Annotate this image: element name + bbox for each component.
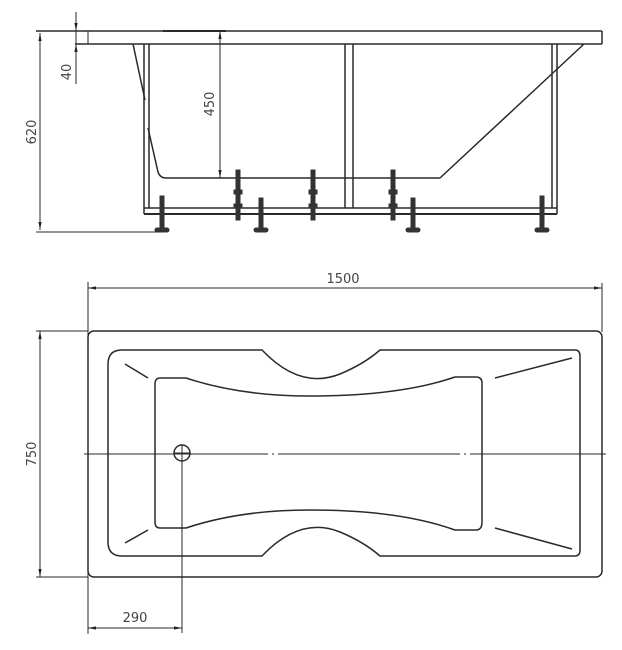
adjustable-feet [154,195,550,233]
tub-rim [36,30,603,45]
support-bolts [233,169,398,221]
dimension-rim-thickness: 40 [60,12,78,84]
dim-750-label: 750 [25,442,40,467]
dimension-drain-offset: 290 [88,611,182,630]
dim-450-label: 450 [203,92,218,117]
foot-icon [405,197,421,233]
floor-outline [154,376,483,531]
dim-620-label: 620 [25,120,40,145]
basin-outline [107,349,581,557]
foot-icon [534,195,550,233]
dim-1500-label: 1500 [326,272,359,287]
support-frame [143,44,558,215]
side-view: 620 40 450 [25,12,603,233]
dimension-total-height: 620 [25,33,160,233]
bolt-icon [308,169,318,221]
foot-icon [253,197,269,233]
bolt-icon [233,169,243,221]
tub-left-wall [132,43,440,179]
dimension-length: 1500 [87,272,603,634]
foot-icon [154,195,170,233]
dim-40-label: 40 [60,64,75,81]
drain-icon [173,444,191,633]
tub-right-wall [439,43,585,179]
dim-290-label: 290 [123,611,148,626]
corner-lines [124,357,573,550]
bolt-icon [388,169,398,221]
top-view: 1500 750 290 [25,272,606,634]
dimension-depth: 450 [203,31,222,178]
dimension-width: 750 [25,330,88,578]
